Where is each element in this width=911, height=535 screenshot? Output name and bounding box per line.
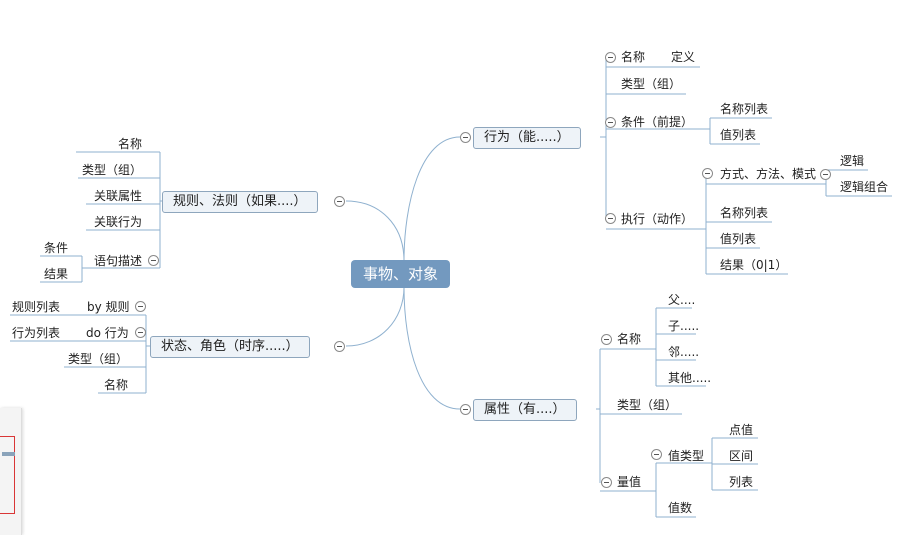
attribute-child[interactable]: 子..... bbox=[668, 319, 700, 333]
collapse-toggle-icon[interactable] bbox=[601, 477, 612, 488]
execute-value-list[interactable]: 值列表 bbox=[720, 232, 757, 246]
attribute-quantity[interactable]: 量值 bbox=[617, 475, 642, 489]
overview-viewport[interactable] bbox=[0, 436, 15, 514]
behavior-execute[interactable]: 执行（动作） bbox=[621, 212, 694, 226]
attribute-parent[interactable]: 父.... bbox=[668, 293, 696, 307]
collapse-toggle-icon[interactable] bbox=[702, 168, 713, 179]
execute-logic-combo[interactable]: 逻辑组合 bbox=[840, 180, 889, 194]
attribute-type[interactable]: 类型（组） bbox=[617, 398, 678, 412]
behavior-name[interactable]: 名称 bbox=[621, 50, 646, 64]
topic-state[interactable]: 状态、角色（时序.....） bbox=[150, 336, 310, 358]
state-by-rule[interactable]: by 规则 bbox=[87, 300, 130, 314]
state-rule-list[interactable]: 规则列表 bbox=[12, 300, 61, 314]
state-type[interactable]: 类型（组） bbox=[68, 352, 129, 366]
collapse-toggle-icon[interactable] bbox=[334, 196, 345, 207]
overview-map-preview bbox=[2, 452, 15, 456]
execute-logic[interactable]: 逻辑 bbox=[840, 154, 865, 168]
behavior-name-definition[interactable]: 定义 bbox=[671, 50, 696, 64]
rules-related-behavior[interactable]: 关联行为 bbox=[94, 215, 143, 229]
rules-statement[interactable]: 语句描述 bbox=[94, 254, 143, 268]
collapse-toggle-icon[interactable] bbox=[601, 334, 612, 345]
collapse-toggle-icon[interactable] bbox=[135, 301, 146, 312]
behavior-condition[interactable]: 条件（前提） bbox=[621, 115, 694, 129]
collapse-toggle-icon[interactable] bbox=[460, 404, 471, 415]
value-type-list[interactable]: 列表 bbox=[729, 475, 754, 489]
quantity-value-count[interactable]: 值数 bbox=[668, 501, 693, 515]
topic-rules[interactable]: 规则、法则（如果....） bbox=[162, 191, 318, 213]
collapse-toggle-icon[interactable] bbox=[605, 52, 616, 63]
topic-attribute[interactable]: 属性（有....） bbox=[473, 399, 577, 421]
execute-result[interactable]: 结果（0|1） bbox=[720, 258, 788, 272]
statement-condition[interactable]: 条件 bbox=[44, 241, 69, 255]
collapse-toggle-icon[interactable] bbox=[605, 117, 616, 128]
state-name[interactable]: 名称 bbox=[104, 378, 129, 392]
collapse-toggle-icon[interactable] bbox=[135, 327, 146, 338]
execute-method[interactable]: 方式、方法、模式 bbox=[720, 167, 817, 181]
collapse-toggle-icon[interactable] bbox=[148, 255, 159, 266]
state-do-behavior[interactable]: do 行为 bbox=[86, 326, 129, 340]
value-type-point[interactable]: 点值 bbox=[729, 423, 754, 437]
overview-panel[interactable] bbox=[0, 408, 22, 535]
statement-result[interactable]: 结果 bbox=[44, 267, 69, 281]
rules-name[interactable]: 名称 bbox=[118, 137, 143, 151]
quantity-value-type[interactable]: 值类型 bbox=[668, 449, 705, 463]
rules-type[interactable]: 类型（组） bbox=[82, 163, 143, 177]
attribute-name[interactable]: 名称 bbox=[617, 332, 642, 346]
root-topic[interactable]: 事物、对象 bbox=[351, 260, 451, 288]
collapse-toggle-icon[interactable] bbox=[820, 169, 831, 180]
collapse-toggle-icon[interactable] bbox=[460, 132, 471, 143]
value-type-interval[interactable]: 区间 bbox=[729, 449, 754, 463]
rules-related-attribute[interactable]: 关联属性 bbox=[94, 189, 143, 203]
condition-name-list[interactable]: 名称列表 bbox=[720, 102, 769, 116]
collapse-toggle-icon[interactable] bbox=[651, 449, 662, 460]
execute-name-list[interactable]: 名称列表 bbox=[720, 206, 769, 220]
topic-behavior[interactable]: 行为（能.....） bbox=[473, 127, 581, 149]
collapse-toggle-icon[interactable] bbox=[334, 341, 345, 352]
behavior-type[interactable]: 类型（组） bbox=[621, 77, 682, 91]
attribute-neighbor[interactable]: 邻..... bbox=[668, 345, 700, 359]
condition-value-list[interactable]: 值列表 bbox=[720, 128, 757, 142]
attribute-other[interactable]: 其他..... bbox=[668, 371, 712, 385]
state-behavior-list[interactable]: 行为列表 bbox=[12, 326, 61, 340]
collapse-toggle-icon[interactable] bbox=[605, 213, 616, 224]
